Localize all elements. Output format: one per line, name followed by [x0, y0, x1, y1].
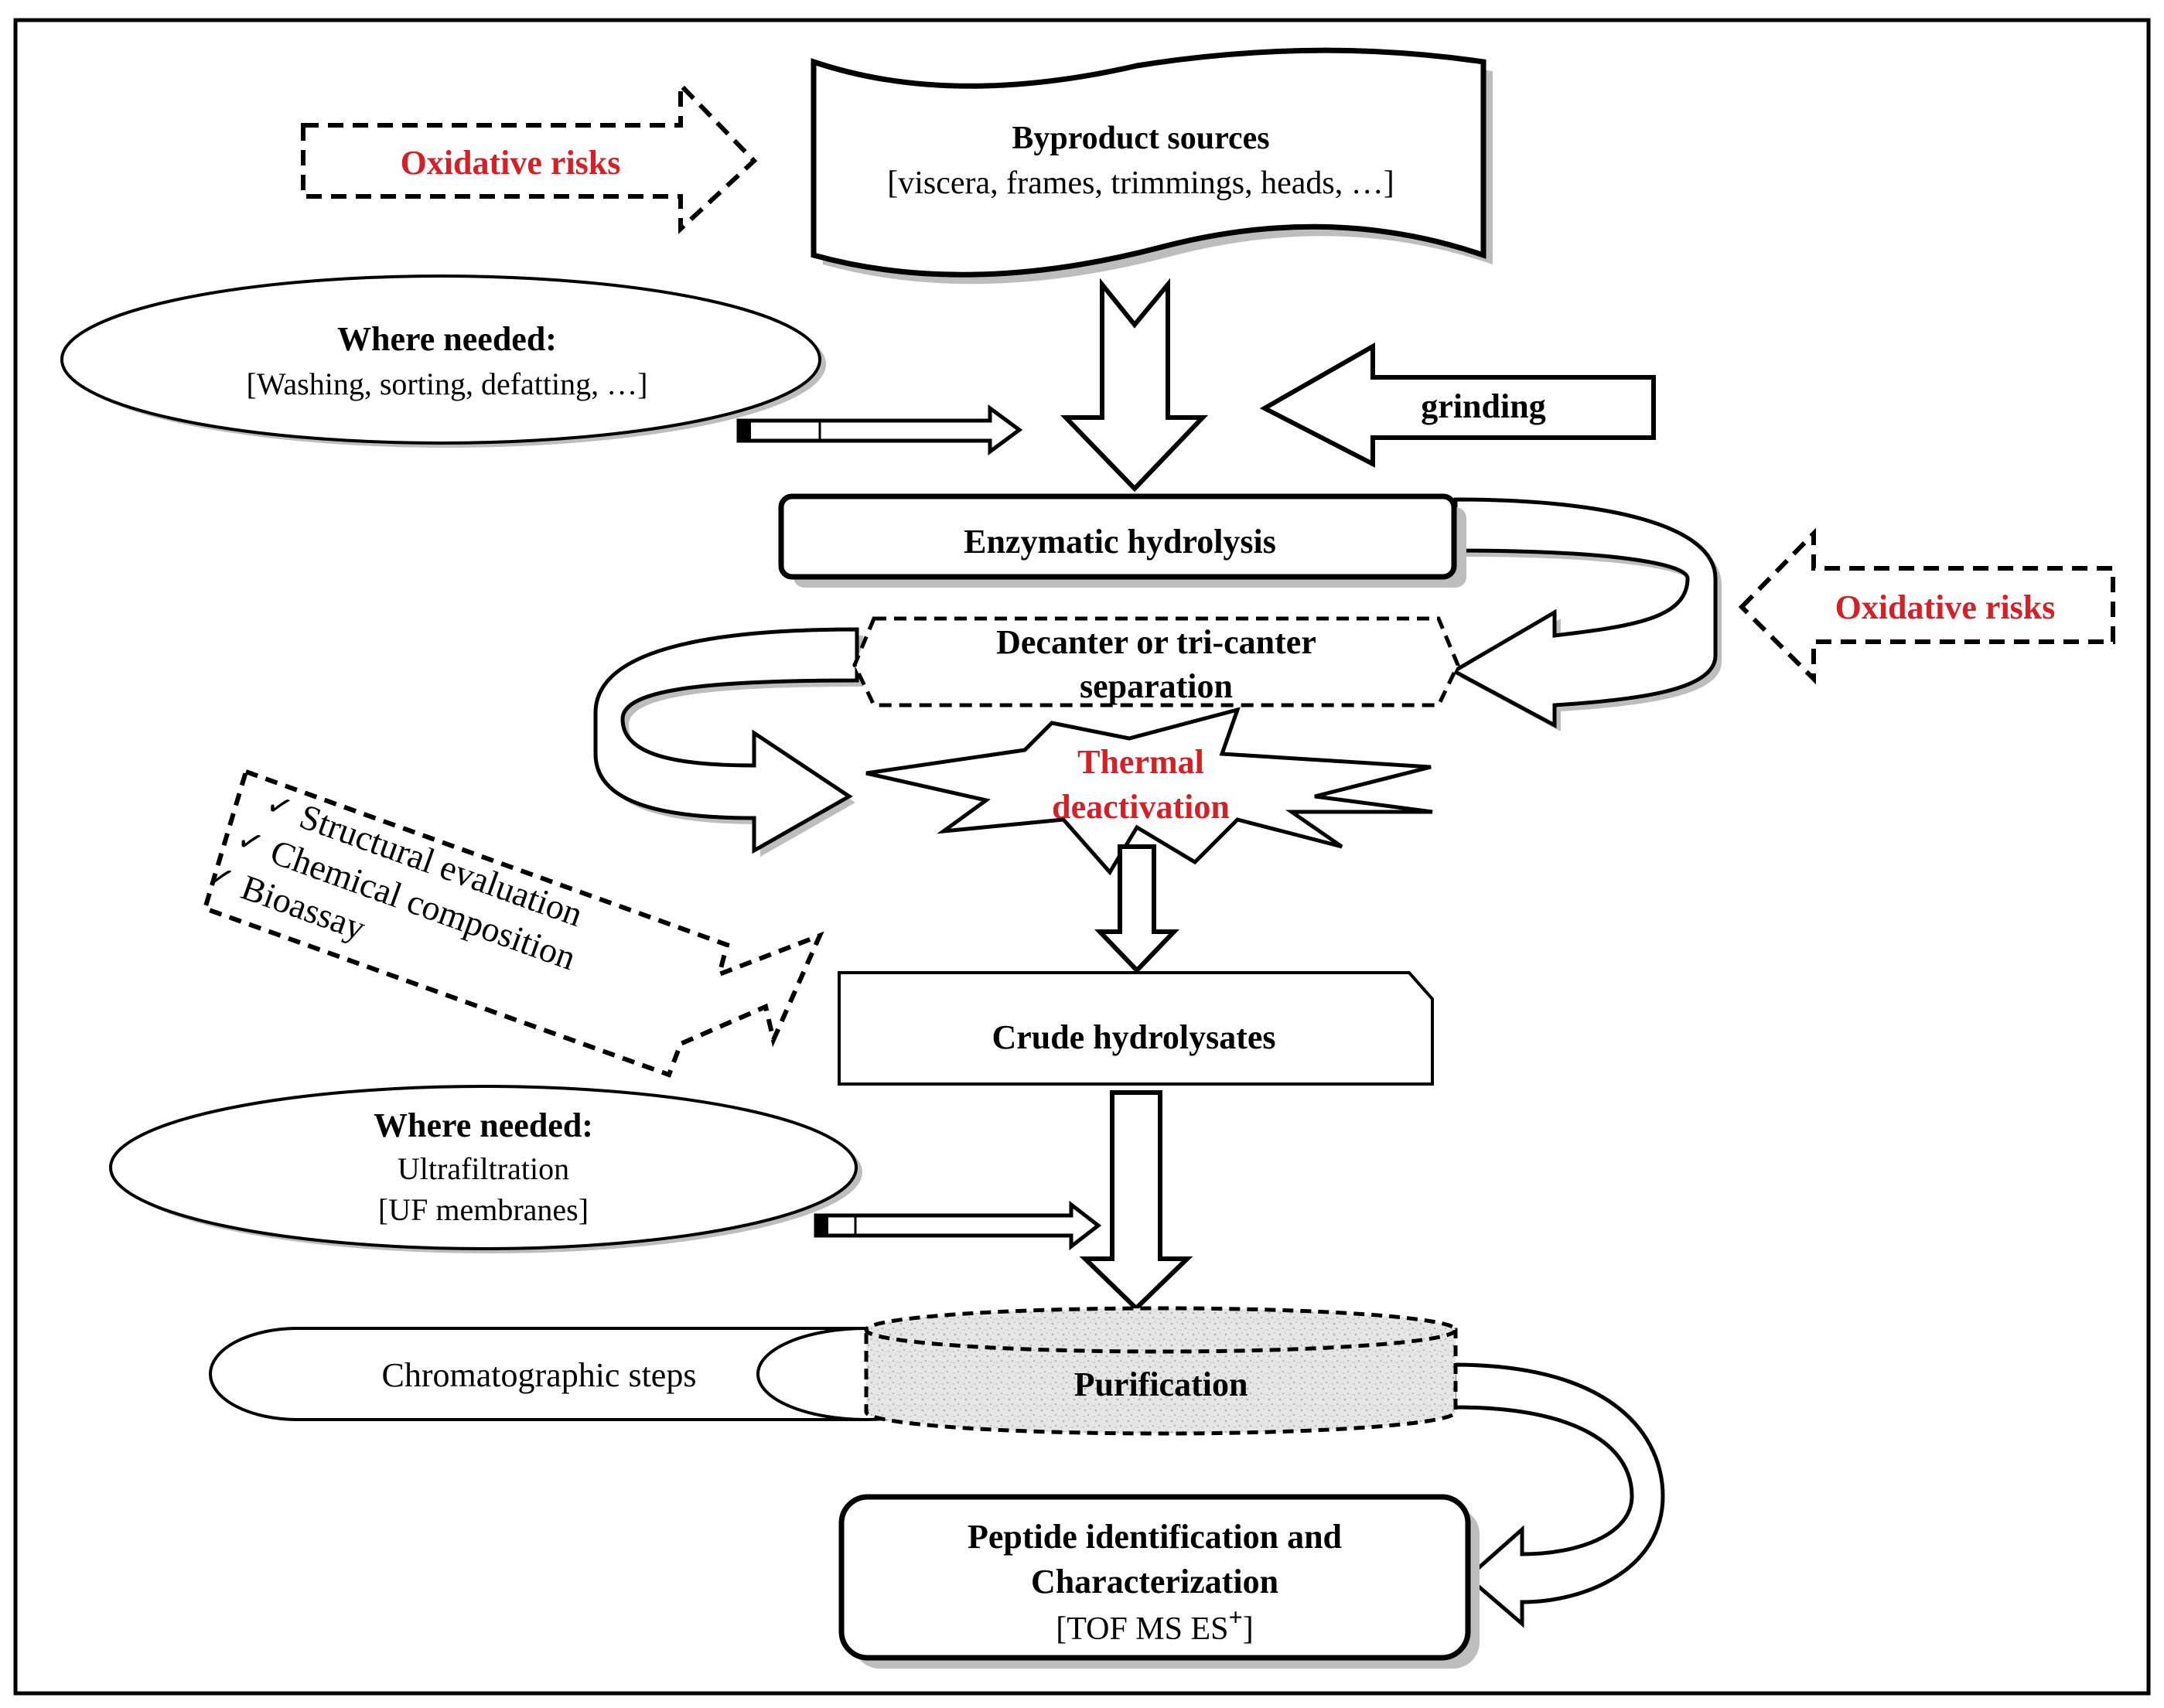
oxidative-risks-top-arrow: Oxidative risks	[301, 79, 758, 234]
pretreatment-subtitle: [Washing, sorting, defatting, …]	[247, 366, 648, 401]
byproduct-sources-box: Byproduct sources [viscera, frames, trim…	[811, 47, 1493, 285]
outer-frame	[13, 18, 2151, 1696]
peptide-line3-sup: +	[1229, 1603, 1243, 1631]
thermal-line1: Thermal	[1077, 743, 1204, 781]
enzymatic-label: Enzymatic hydrolysis	[964, 523, 1276, 561]
crude-label: Crude hydrolysates	[992, 1018, 1275, 1056]
pretreatment-callout: Where needed: [Washing, sorting, defatti…	[60, 274, 826, 448]
oxidative-risks-right-arrow: Oxidative risks	[1738, 527, 2115, 685]
curved-arrow-left	[593, 627, 863, 857]
chromatographic-label: Chromatographic steps	[382, 1356, 697, 1394]
evaluation-callout-shape	[202, 769, 824, 1078]
chromatographic-steps-capsule: Chromatographic steps	[209, 1327, 976, 1421]
ultrafiltration-line1: Ultrafiltration	[398, 1151, 569, 1186]
decanter-line2: separation	[1080, 667, 1233, 705]
peptide-identification-box: Peptide identification and Characterizat…	[838, 1494, 1480, 1669]
ultrafiltration-line2: [UF membranes]	[378, 1192, 589, 1227]
ultrafiltration-callout: Where needed: Ultrafiltration [UF membra…	[109, 1085, 862, 1253]
pretreatment-title: Where needed:	[337, 320, 557, 358]
oxidative-risks-right-label: Oxidative risks	[1835, 588, 2056, 626]
down-arrow-to-hydrolysis	[1060, 278, 1209, 493]
pretreatment-pointer-arrow	[736, 404, 1023, 455]
down-arrow-to-crude	[1094, 844, 1180, 974]
enzymatic-hydrolysis-box: Enzymatic hydrolysis	[778, 493, 1466, 588]
byproduct-title: Byproduct sources	[1012, 121, 1269, 156]
crude-hydrolysates-box: Crude hydrolysates	[838, 971, 1434, 1086]
down-arrow-to-purification	[1079, 1090, 1193, 1312]
grinding-label: grinding	[1421, 387, 1545, 425]
peptide-line1: Peptide identification and	[968, 1518, 1342, 1556]
thermal-line2: deactivation	[1052, 788, 1230, 826]
peptide-line3-end: ]	[1243, 1611, 1254, 1647]
purification-label: Purification	[1074, 1365, 1248, 1403]
ultrafiltration-pointer-arrow	[814, 1200, 1102, 1251]
thermal-deactivation-burst: Thermal deactivation	[865, 707, 1433, 876]
byproduct-subtitle: [viscera, frames, trimmings, heads, …]	[887, 165, 1394, 201]
oxidative-risks-top-label: Oxidative risks	[401, 144, 621, 182]
decanter-line1: Decanter or tri-canter	[996, 623, 1316, 661]
peptide-line3: [TOF MS ES+]	[1056, 1603, 1254, 1647]
grinding-arrow: grinding	[1259, 342, 1656, 468]
purification-cylinder: Purification	[864, 1306, 1458, 1436]
decanter-separation-box: Decanter or tri-canter separation	[852, 616, 1460, 707]
curved-arrow-purification	[1452, 1362, 1665, 1628]
curved-arrow-right	[1449, 497, 1722, 731]
peptide-line3-main: [TOF MS ES	[1056, 1611, 1228, 1647]
ultrafiltration-title: Where needed:	[374, 1106, 593, 1144]
peptide-line2: Characterization	[1031, 1563, 1278, 1601]
